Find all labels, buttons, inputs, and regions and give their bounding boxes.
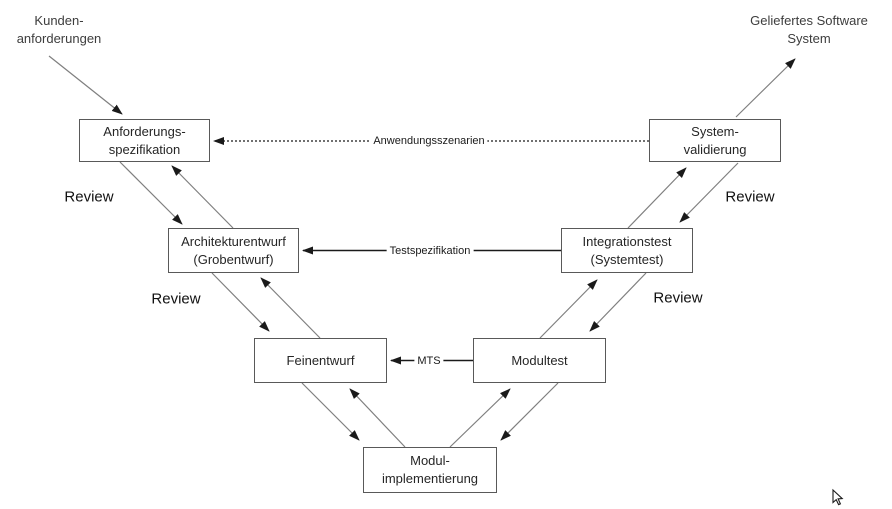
arrow-review-systemvalidierung-to-integrationstest: [679, 162, 739, 223]
node-integrationstest: Integrationstest (Systemtest): [561, 228, 693, 273]
node-systemvalidierung-line1: System-: [691, 123, 739, 139]
node-anforderungsspezifikation-line2: spezifikation: [108, 141, 181, 157]
node-modulimplementierung-line1: Modul-: [410, 453, 450, 468]
mouse-cursor-icon: [832, 488, 844, 506]
label-mts: MTS: [414, 355, 444, 367]
label-kundenanforderungen: Kunden- anforderungen: [0, 12, 118, 48]
node-integrationstest-line1: Integrationstest: [582, 233, 672, 249]
label-geliefertes-software-system: Geliefertes Software System: [744, 12, 874, 48]
arrow-feinentwurf-to-modulimplementierung: [301, 382, 360, 441]
node-systemvalidierung-line2: validierung: [683, 141, 747, 157]
arrow-review-feinentwurf-to-architekturentwurf: [260, 277, 321, 339]
arrow-review-integrationstest-to-modultest: [589, 272, 647, 332]
label-kundenanforderungen-line1: Kunden-: [34, 13, 84, 28]
arrow-systemvalidierung-to-geliefertes-system: [735, 58, 796, 118]
arrow-modultest-to-integrationstest: [539, 279, 598, 339]
arrow-review-modulimplementierung-to-feinentwurf: [349, 388, 406, 448]
label-review-right-top: Review: [725, 188, 775, 206]
node-modulimplementierung: Modul- implementierung: [363, 447, 497, 493]
label-geliefertes-line1: Geliefertes Software: [750, 13, 868, 28]
arrow-architekturentwurf-to-feinentwurf: [211, 272, 270, 332]
arrow-modulimplementierung-to-modultest: [449, 388, 511, 448]
node-integrationstest-line2: (Systemtest): [590, 251, 664, 267]
node-architekturentwurf-line1: Architekturentwurf: [181, 233, 286, 249]
node-modultest-line1: Modultest: [511, 352, 568, 368]
label-review-left-top: Review: [64, 188, 114, 206]
node-architekturentwurf: Architekturentwurf (Grobentwurf): [168, 228, 299, 273]
node-anforderungsspezifikation-line1: Anforderungs-: [103, 123, 186, 139]
label-kundenanforderungen-line2: anforderungen: [16, 31, 102, 46]
node-architekturentwurf-line2: (Grobentwurf): [193, 251, 274, 267]
label-geliefertes-line2: System: [787, 31, 831, 46]
arrow-review-modultest-to-modulimplementierung: [500, 382, 559, 441]
node-modultest: Modultest: [473, 338, 606, 383]
arrow-kundenanforderungen-to-anforderungsspezifikation: [48, 55, 123, 115]
label-review-left-middle: Review: [151, 290, 201, 308]
arrow-review-architekturentwurf-to-anforderungsspezifikation: [171, 165, 234, 229]
arrow-anforderungsspezifikation-to-architekturentwurf: [119, 161, 183, 225]
arrow-integrationstest-to-systemvalidierung: [627, 167, 687, 229]
label-testspezifikation: Testspezifikation: [386, 245, 474, 257]
label-anwendungsszenarien: Anwendungsszenarien: [370, 135, 488, 147]
label-review-right-middle: Review: [653, 289, 703, 307]
node-systemvalidierung: System- validierung: [649, 119, 781, 162]
node-anforderungsspezifikation: Anforderungs- spezifikation: [79, 119, 210, 162]
node-feinentwurf-line1: Feinentwurf: [286, 352, 355, 368]
node-modulimplementierung-line2: implementierung: [381, 471, 479, 486]
node-feinentwurf: Feinentwurf: [254, 338, 387, 383]
